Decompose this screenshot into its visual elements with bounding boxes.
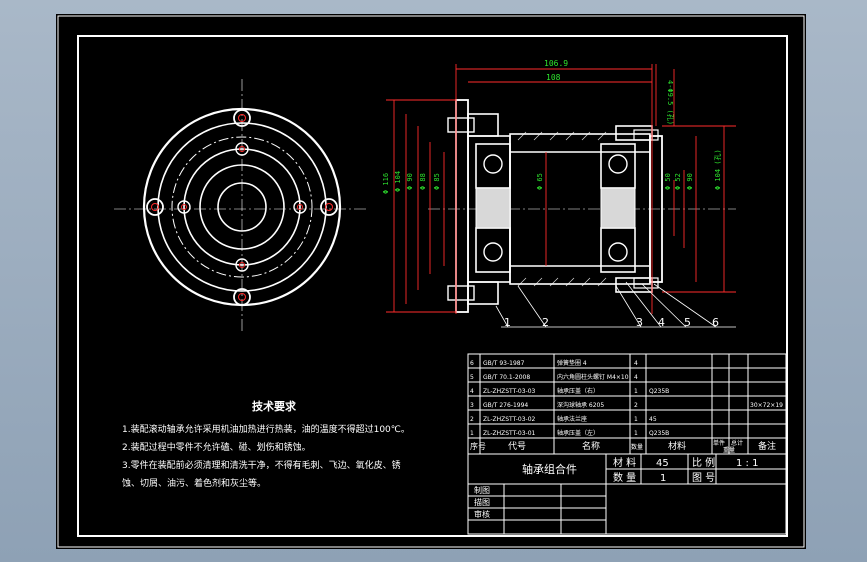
bom-row-1-no: 1 — [470, 430, 474, 437]
dim-inner: 108 — [546, 73, 561, 82]
bom-row-4-qty: 1 — [634, 388, 638, 395]
bom-row-5-name: 内六角圆柱头螺钉 M4×10 — [557, 373, 629, 381]
bom-row-2-qty: 1 — [634, 416, 638, 423]
bom-header-unit: 单件 — [713, 439, 725, 447]
bom-header-note: 备注 — [758, 440, 776, 452]
bom-row-3-code: GB/T 276-1994 — [483, 402, 528, 409]
dim-left-3: Φ 88 — [419, 173, 427, 190]
bom-row-4-material: Q235B — [649, 388, 669, 395]
assembly-section-view — [386, 64, 736, 328]
bom-row-3-qty: 2 — [634, 402, 638, 409]
title-block — [467, 453, 787, 535]
part-number-1: 1 — [504, 316, 511, 329]
bom-row-4-name: 轴承压盖（右） — [557, 387, 599, 395]
bom-row-2-no: 2 — [470, 416, 474, 423]
bom-row-1-code: ZL-ZHZSTT-03-01 — [483, 430, 536, 437]
tech-req-line-4: 蚀、切屑、油污、着色剂和灰尘等。 — [122, 477, 266, 489]
dim-right-inner-0: Φ 50 — [664, 173, 672, 190]
dim-hole: 4-Φ9.5 (孔) — [666, 80, 674, 125]
bom-header-no: 序号 — [470, 441, 486, 451]
outer-frame — [57, 15, 805, 548]
role-drafter: 制图 — [474, 485, 490, 495]
tech-req-line-3: 3.零件在装配前必须清理和清洗干净，不得有毛刺、飞边、氧化皮、锈 — [122, 459, 401, 471]
technical-requirements: 技术要求 1.装配滚动轴承允许采用机油加热进行热装，油的温度不得超过100℃。 … — [122, 399, 410, 489]
material-value: 45 — [656, 458, 669, 469]
part-number-6: 6 — [712, 316, 719, 329]
bom-header-code: 代号 — [508, 441, 526, 452]
part-number-4: 4 — [658, 316, 665, 329]
role-tracer: 描图 — [474, 497, 490, 507]
tech-req-title: 技术要求 — [252, 399, 297, 413]
bom-row-2-code: ZL-ZHZSTT-03-02 — [483, 416, 536, 423]
bom-header-material: 材料 — [668, 440, 686, 452]
bom-row-4-code: ZL-ZHZSTT-03-03 — [483, 388, 536, 395]
tech-req-line-1: 1.装配滚动轴承允许采用机油加热进行热装，油的温度不得超过100℃。 — [122, 423, 410, 435]
dim-left-4: Φ 85 — [433, 173, 441, 190]
scale-label: 比 例 — [692, 456, 715, 469]
assembly-name: 轴承组合件 — [522, 462, 577, 476]
bom-row-5-code: GB/T 70.1-2008 — [483, 374, 530, 381]
dim-left-1: Φ 104 — [394, 171, 402, 192]
bom-row-3-no: 3 — [470, 402, 474, 409]
dim-right-outer-0: Φ 90 — [686, 173, 694, 190]
cad-drawing: 106.9 108 4-Φ9.5 (孔) Φ 116 Φ 104 Φ 90 Φ … — [57, 15, 805, 548]
dim-right-inner-1: Φ 52 — [674, 173, 682, 190]
drawing-sheet: 106.9 108 4-Φ9.5 (孔) Φ 116 Φ 104 Φ 90 Φ … — [56, 14, 806, 549]
part-number-5: 5 — [684, 316, 691, 329]
material-label: 材 料 — [613, 456, 636, 469]
bom-row-6-code: GB/T 93-1987 — [483, 360, 525, 367]
tech-req-line-2: 2.装配过程中零件不允许磕、碰、划伤和锈蚀。 — [122, 441, 311, 453]
qty-value: 1 — [660, 473, 666, 484]
part-number-2: 2 — [542, 316, 549, 329]
bom-row-5-no: 5 — [470, 374, 474, 381]
bom-row-3-name: 深沟球轴承 6205 — [557, 401, 604, 409]
drawing-no-label: 图 号 — [692, 472, 715, 484]
bom-rows: 6 GB/T 93-1987 弹簧垫圈 4 4 5 GB/T 70.1-2008… — [470, 359, 783, 454]
part-number-3: 3 — [636, 316, 643, 329]
dim-center: Φ 65 — [536, 173, 544, 190]
scale-value: 1 : 1 — [736, 458, 758, 469]
bom-header-weight: 重量 — [723, 446, 735, 454]
dim-right-outer-1: Φ 104 (孔) — [714, 149, 722, 190]
flange-end-view — [114, 79, 368, 334]
bom-row-5-qty: 4 — [634, 374, 638, 381]
bom-header-qty: 数量 — [631, 443, 643, 451]
inner-frame — [77, 35, 788, 537]
bom-row-1-name: 轴承压盖（左） — [557, 429, 599, 437]
bom-row-3-note: 30×72×19 — [750, 402, 783, 409]
bom-row-4-no: 4 — [470, 388, 474, 395]
bom-header-total: 总计 — [731, 439, 743, 447]
bom-header-name: 名称 — [582, 440, 600, 452]
bom-row-1-material: Q235B — [649, 430, 669, 437]
qty-label: 数 量 — [613, 471, 636, 484]
bom-row-6-name: 弹簧垫圈 4 — [557, 359, 587, 367]
bom-row-6-qty: 4 — [634, 360, 638, 367]
dim-overall: 106.9 — [544, 59, 568, 68]
bom-row-2-material: 45 — [649, 416, 657, 423]
bom-row-2-name: 轴承法兰座 — [557, 415, 587, 423]
bom-row-6-no: 6 — [470, 360, 474, 367]
bom-row-1-qty: 1 — [634, 430, 638, 437]
dim-left-0: Φ 116 — [382, 173, 390, 194]
dim-left-2: Φ 90 — [406, 173, 414, 190]
role-reviewer: 审核 — [474, 509, 490, 519]
